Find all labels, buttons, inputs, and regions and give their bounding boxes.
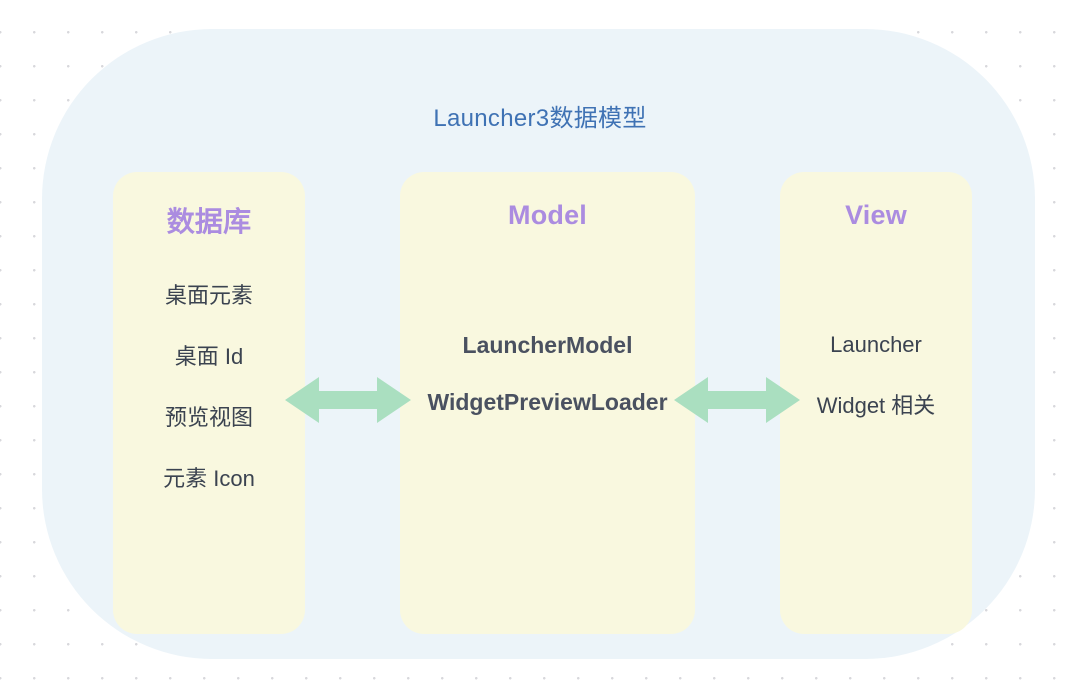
list-item: WidgetPreviewLoader: [427, 389, 668, 415]
column-view-header: View: [845, 200, 907, 230]
list-item: 桌面 Id: [174, 344, 244, 369]
column-model-header: Model: [508, 200, 587, 230]
column-view: View Launcher Widget 相关: [780, 172, 972, 634]
column-database: 数据库 桌面元素 桌面 Id 预览视图 元素 Icon: [113, 172, 305, 634]
column-database-header: 数据库: [166, 206, 252, 237]
diagram-title: Launcher3数据模型: [433, 105, 647, 132]
column-view-items: Launcher Widget 相关: [780, 332, 972, 450]
list-item: 元素 Icon: [163, 466, 255, 491]
list-item: Launcher: [830, 332, 922, 357]
bidirectional-arrow-icon: [674, 377, 800, 423]
list-item: 桌面元素: [164, 283, 253, 308]
column-model-items: LauncherModel WidgetPreviewLoader: [400, 332, 695, 446]
column-database-items: 桌面元素 桌面 Id 预览视图 元素 Icon: [113, 278, 305, 522]
list-item: Widget 相关: [816, 393, 936, 418]
list-item: LauncherModel: [462, 332, 633, 358]
column-model: Model LauncherModel WidgetPreviewLoader: [400, 172, 695, 634]
bidirectional-arrow-icon: [285, 377, 411, 423]
list-item: 预览视图: [164, 405, 253, 430]
